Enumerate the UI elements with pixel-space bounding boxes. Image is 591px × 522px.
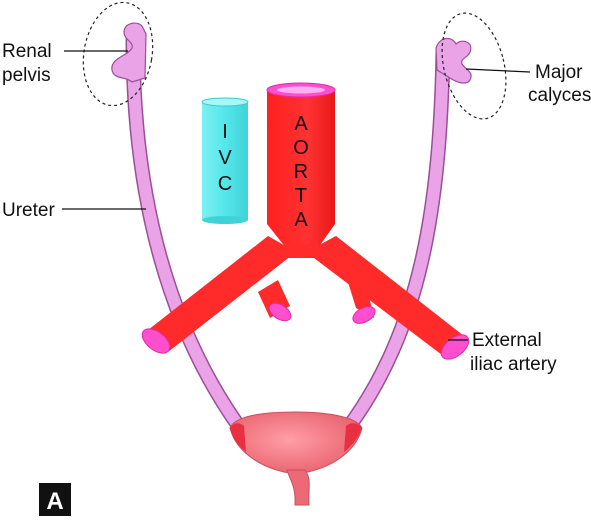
bladder-left-inlet <box>230 423 246 452</box>
ivc-body <box>202 102 248 220</box>
aorta-letter: A <box>294 209 308 231</box>
left-renal-pelvis <box>111 22 147 83</box>
left-iliac-artery <box>148 236 296 352</box>
external-iliac-label-line2: iliac artery <box>470 354 557 375</box>
aorta-trunk <box>267 90 335 248</box>
external-iliac-label-line1: External <box>472 330 542 351</box>
bladder-body <box>229 411 363 475</box>
leader-lines <box>62 50 531 341</box>
ivc <box>201 97 249 224</box>
ureter-label: Ureter <box>2 200 55 221</box>
panel-letter: A <box>46 488 63 515</box>
ivc-bottom <box>202 216 248 224</box>
ivc-top <box>201 97 249 107</box>
right-iliac-artery <box>306 236 464 358</box>
aorta-letter: A <box>294 113 308 135</box>
ivc-letter: I <box>222 121 228 143</box>
aorta-letter: T <box>295 185 307 207</box>
urinary-bladder <box>229 411 363 506</box>
left-ureter <box>111 22 248 436</box>
right-kidney-outline <box>441 12 507 120</box>
aorta-letter: O <box>293 137 309 159</box>
aorta <box>141 82 470 360</box>
ivc-letter: C <box>218 173 232 195</box>
left-kidney-outline <box>82 1 154 107</box>
right-ureter <box>340 37 472 436</box>
ivc-letter: V <box>218 147 232 169</box>
bladder-right-inlet <box>344 423 362 452</box>
panel-badge: A <box>39 483 71 516</box>
renal-pelvis-label-line1: Renal <box>2 41 52 62</box>
left-internal-iliac-end <box>268 302 292 322</box>
right-major-calyces <box>435 37 472 84</box>
aorta-letter: R <box>294 161 308 183</box>
left-iliac-end <box>141 328 171 354</box>
aorta-letters: A O R T A <box>293 113 309 231</box>
renal-pelvis-label-line2: pelvis <box>2 65 51 86</box>
major-calyces-label-line2: calyces <box>528 85 591 106</box>
major-calyces-label-line1: Major <box>535 62 583 83</box>
ivc-letters: I V C <box>218 121 233 195</box>
urethra <box>286 469 310 506</box>
major-calyces-leader <box>465 68 531 73</box>
right-internal-iliac-end <box>352 306 376 324</box>
